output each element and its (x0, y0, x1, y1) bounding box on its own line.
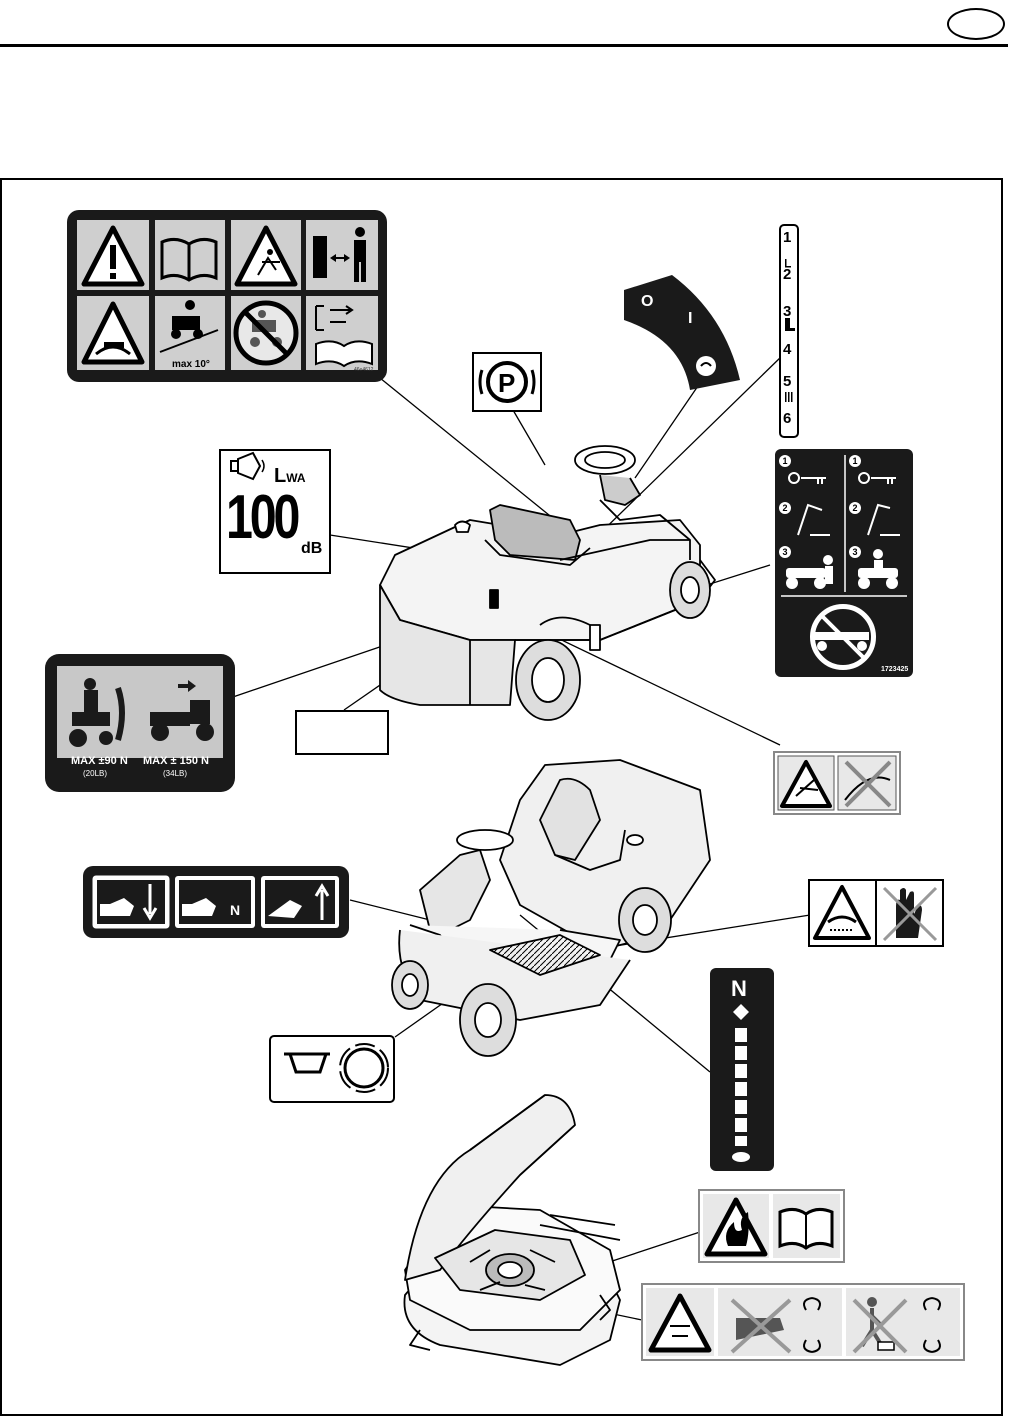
decal-code: 46e4612 (354, 367, 374, 373)
towing-horizontal-sub: (34LB) (163, 769, 187, 778)
start-decal-code: 1723425 (881, 666, 908, 673)
cutting-height-scale (779, 224, 799, 438)
start-step-right-2: 2 (849, 502, 861, 514)
parking-brake-symbol: P (498, 368, 515, 398)
blank-label (295, 710, 389, 755)
height-position-2: 2 (783, 266, 792, 283)
start-step-left-2: 2 (779, 502, 791, 514)
cutting-height-lever-decal (269, 1035, 395, 1103)
ignition-off-label: O (641, 293, 653, 310)
height-position-3: 3 (783, 303, 792, 320)
fire-hazard-decal (698, 1189, 845, 1263)
parking-brake-decal (472, 352, 542, 412)
header-rule (0, 44, 1008, 47)
speed-lever-neutral: N (731, 976, 747, 1001)
towing-horizontal-max: MAX ± 150 N (143, 755, 209, 767)
ignition-on-label: I (688, 310, 692, 327)
start-step-left-1: 1 (779, 455, 791, 467)
ignition-decal (624, 275, 740, 390)
height-position-4: 4 (783, 341, 792, 358)
noise-decal (219, 449, 331, 574)
noise-unit: dB (301, 540, 323, 557)
thrown-objects-decal (773, 751, 901, 815)
towing-vertical-max: MAX ±90 N (71, 755, 128, 767)
warning-icon (81, 225, 145, 287)
maintenance-manual-icon (315, 305, 373, 368)
tractor-rear-view (379, 445, 716, 721)
noise-value: 100 (226, 483, 300, 552)
speaker-icon (230, 451, 265, 481)
no-passengers-icon (233, 300, 299, 366)
language-badge (947, 8, 1005, 40)
slope-limit-icon (159, 300, 219, 353)
manual-book-icon (160, 237, 218, 282)
figure-frame (0, 178, 1003, 1416)
general-warning-decal: max 10° 46e4612 (67, 210, 387, 382)
speed-lever-decal (710, 968, 774, 1171)
thrown-objects-warning-icon (234, 225, 298, 287)
towing-vertical-sub: (20LB) (83, 769, 107, 778)
pedals-decal (83, 866, 349, 938)
mower-deck (403, 1094, 621, 1366)
rotating-blade-warning-icon (81, 301, 145, 365)
height-position-6: 6 (783, 410, 792, 427)
noise-label: LWA (274, 465, 306, 487)
start-step-right-3: 3 (849, 546, 861, 558)
start-step-right-1: 1 (849, 455, 861, 467)
slope-limit-text: max 10° (172, 359, 210, 370)
blade-hazard-decal (641, 1283, 965, 1361)
pedal-neutral-mark: N (230, 902, 240, 918)
start-step-left-3: 3 (779, 546, 791, 558)
hot-surface-decal (808, 879, 944, 947)
tractor-front-view (391, 759, 711, 1057)
height-position-1: 1 (783, 229, 792, 246)
no-towing-icon (810, 604, 876, 670)
keep-distance-icon (313, 227, 366, 282)
towing-load-decal (45, 654, 235, 792)
height-scale-marks (785, 259, 795, 402)
height-position-5: 5 (783, 373, 792, 390)
start-instructions-decal (775, 449, 913, 677)
